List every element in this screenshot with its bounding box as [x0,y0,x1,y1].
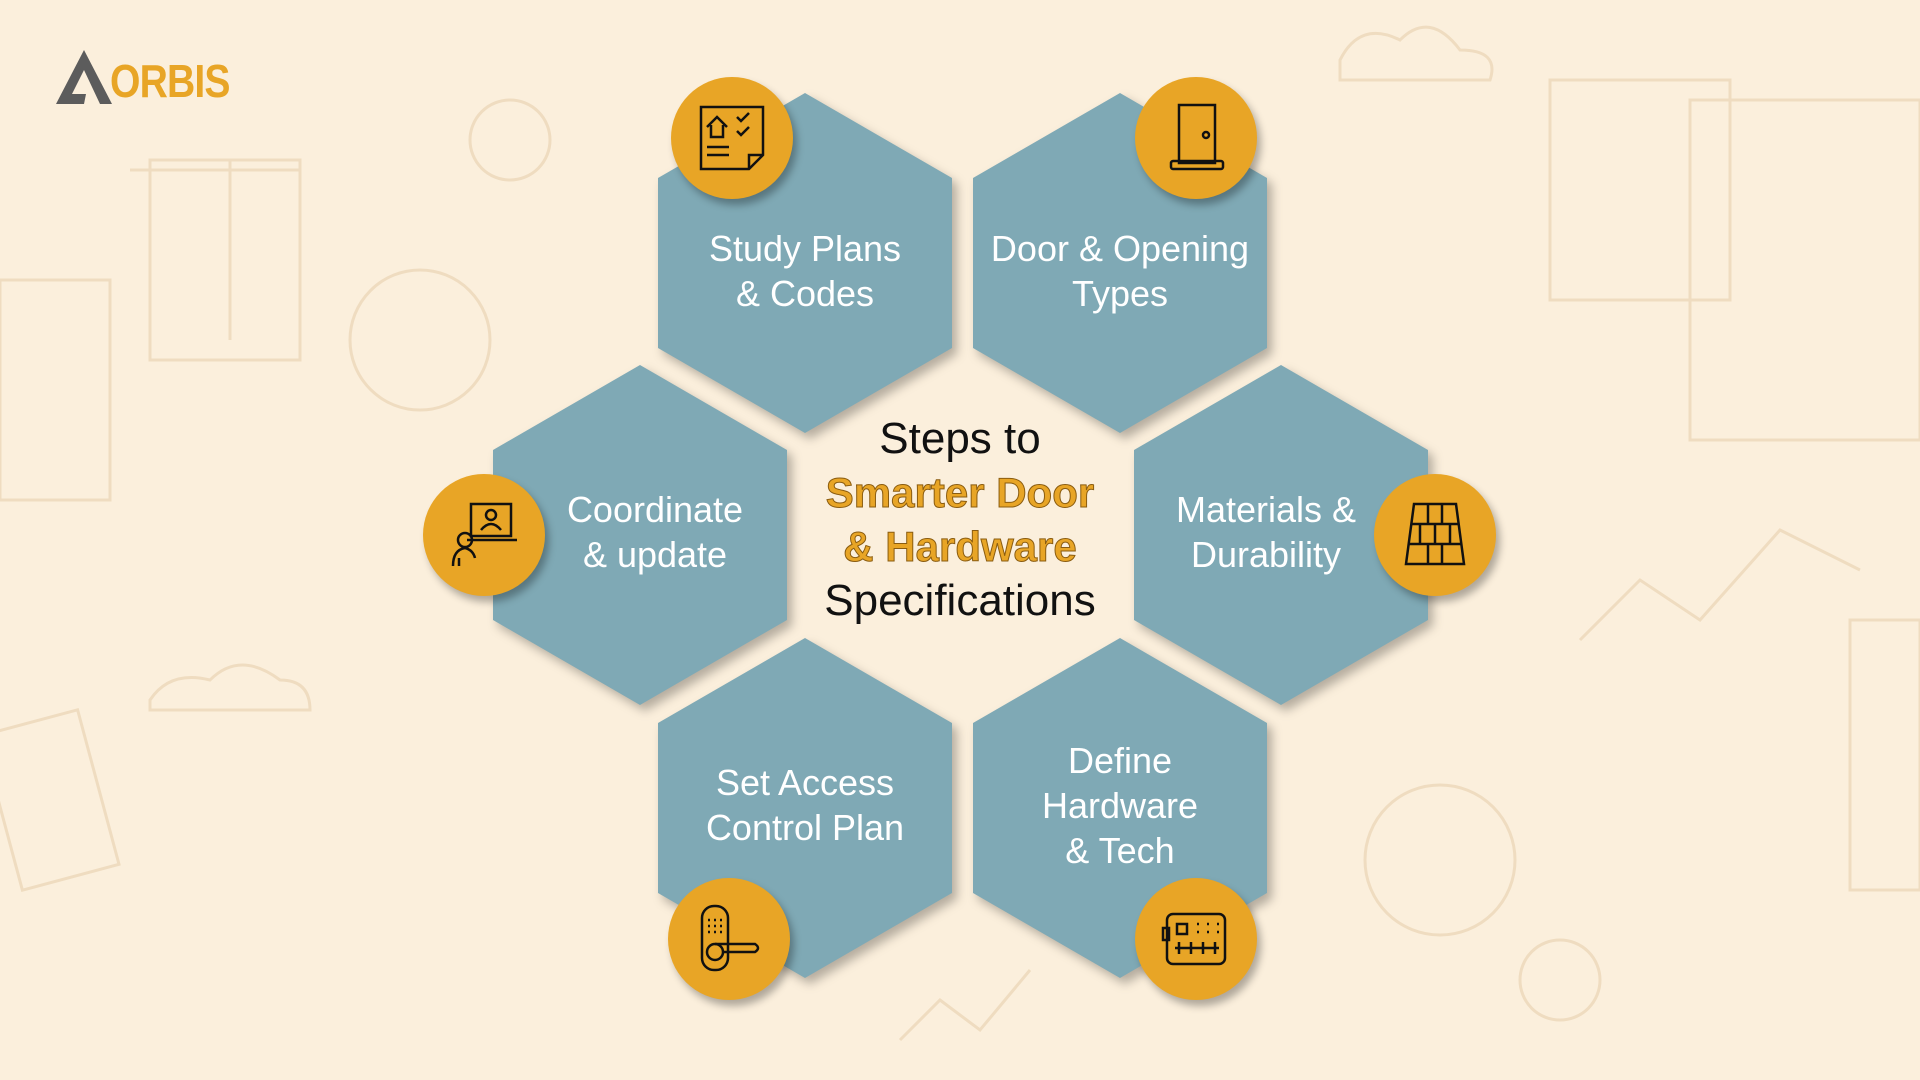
step-label: Hardware [1041,785,1199,826]
door-icon [1135,77,1257,199]
step-materials: Materials &Durability [1134,365,1428,705]
circuit-board-icon [1135,878,1257,1000]
step-label: Door & Opening [990,228,1250,269]
logo-text: ORBIS [110,55,230,107]
step-label: & Tech [1065,830,1175,871]
title-highlight: & Hardware [843,523,1077,571]
step-label: Control Plan [705,807,905,848]
logo-a-mark-icon [56,50,112,104]
title-highlight: Smarter Door [825,469,1095,517]
center-title: Steps to Smarter Door & Hardware Specifi… [760,412,1160,628]
keypad-lock-icon [668,878,790,1000]
step-label: Durability [1190,534,1342,575]
step-label: Define [1067,740,1173,781]
title-line: Steps to [879,414,1041,463]
orbis-logo: ORBIS [54,48,251,106]
step-label: Types [1071,273,1169,314]
step-label: Study Plans [708,228,902,269]
plan-checklist-icon [671,77,793,199]
step-label: Set Access [715,762,895,803]
step-coordinate: Coordinate& update [493,365,787,705]
step-label: Materials & [1175,489,1357,530]
step-label: Coordinate [566,489,744,530]
presentation-person-icon [423,474,545,596]
brick-wall-icon [1374,474,1496,596]
step-label: & update [582,534,728,575]
step-label: & Codes [735,273,875,314]
title-line: Specifications [824,576,1096,625]
